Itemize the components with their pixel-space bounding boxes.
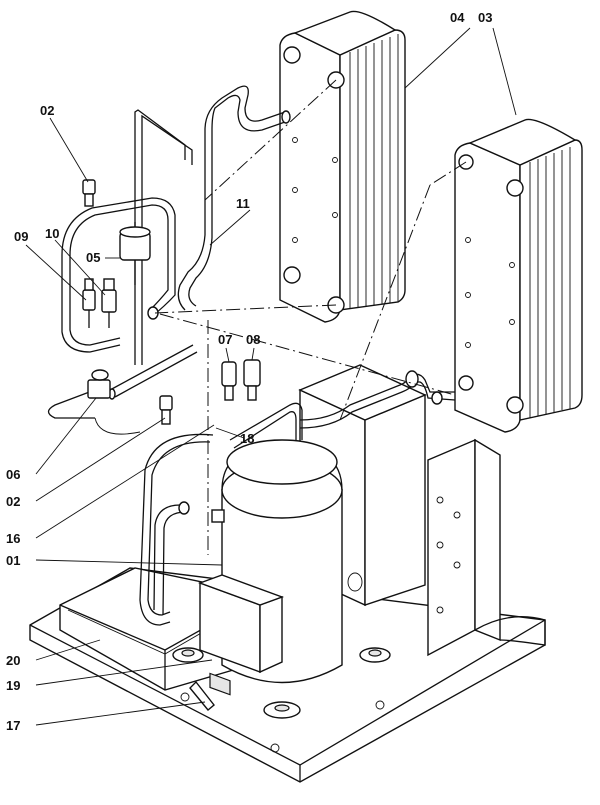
service-valve-02-top — [82, 179, 96, 207]
label-10: 10 — [45, 226, 59, 241]
label-07: 07 — [218, 332, 232, 347]
label-03: 03 — [478, 10, 492, 25]
plate-heat-exchanger-03 — [454, 118, 583, 433]
pressure-switch-07 — [221, 361, 237, 401]
pressure-switch-08 — [243, 359, 261, 401]
label-20: 20 — [6, 653, 20, 668]
label-02-top: 02 — [40, 103, 54, 118]
drain-hose-17 — [189, 680, 215, 711]
plate-heat-exchanger-04 — [279, 10, 406, 323]
terminal-box — [197, 574, 285, 696]
label-06: 06 — [6, 467, 20, 482]
expansion-valve-06 — [87, 369, 111, 399]
mounting-bracket — [427, 438, 546, 657]
label-09: 09 — [14, 229, 28, 244]
part-labels: 04 03 02 11 09 10 05 07 08 18 06 02 16 0… — [6, 10, 492, 733]
label-08: 08 — [246, 332, 260, 347]
assembly-centerlines — [154, 79, 467, 555]
valve-10 — [101, 278, 117, 328]
label-11: 11 — [236, 196, 250, 211]
label-01: 01 — [6, 553, 20, 568]
label-02-bottom: 02 — [6, 494, 20, 509]
label-19: 19 — [6, 678, 20, 693]
leader-lines — [25, 27, 517, 726]
label-04: 04 — [450, 10, 465, 25]
label-18: 18 — [240, 431, 254, 446]
filter-drier-05 — [119, 222, 151, 285]
label-17: 17 — [6, 718, 20, 733]
service-valve-02-bottom — [159, 395, 173, 425]
valve-09 — [82, 278, 96, 328]
label-16: 16 — [6, 531, 20, 546]
label-05: 05 — [86, 250, 100, 265]
